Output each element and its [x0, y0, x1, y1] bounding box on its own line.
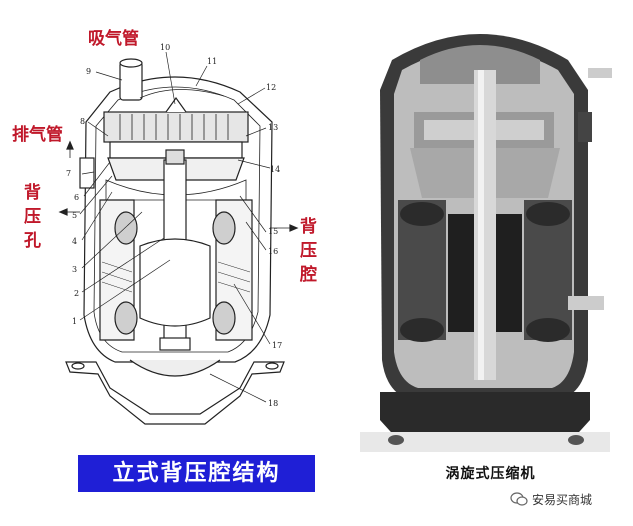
- photo-caption: 涡旋式压缩机: [445, 466, 536, 482]
- part-num-11: 11: [207, 57, 217, 66]
- svg-text:压: 压: [24, 207, 41, 227]
- part-num-12: 12: [266, 83, 276, 92]
- part-num-15: 15: [268, 227, 278, 236]
- suction-pipe: [119, 61, 143, 101]
- part-num-4: 4: [72, 237, 77, 246]
- fixed-scroll: [103, 111, 249, 143]
- label-suction-pipe: 吸气管: [88, 28, 139, 49]
- label-discharge-pipe: 排气管: [12, 124, 63, 145]
- label-back-pressure-chamber: 背 压 腔: [299, 216, 317, 285]
- svg-text:孔: 孔: [24, 231, 41, 251]
- part-num-10: 10: [160, 43, 170, 52]
- svg-text:腔: 腔: [299, 264, 317, 285]
- part-num-14: 14: [270, 165, 280, 174]
- part-num-6: 6: [74, 193, 79, 202]
- watermark-text: 安易买商城: [532, 492, 593, 507]
- part-num-13: 13: [268, 123, 278, 132]
- part-num-16: 16: [268, 247, 278, 256]
- svg-text:背: 背: [300, 216, 317, 237]
- part-num-18: 18: [268, 399, 278, 408]
- part-num-1: 1: [72, 317, 77, 326]
- part-num-5: 5: [72, 211, 77, 220]
- svg-text:压: 压: [300, 241, 317, 261]
- outer-shell: [83, 76, 273, 363]
- wechat-icon: [510, 491, 528, 507]
- svg-text:背: 背: [24, 182, 41, 203]
- base-flange: [65, 361, 285, 425]
- part-num-7: 7: [66, 169, 71, 178]
- diagram-title: 立式背压腔结构: [78, 455, 315, 492]
- part-num-9: 9: [86, 67, 91, 76]
- label-back-pressure-hole: 背 压 孔: [24, 182, 41, 251]
- part-num-2: 2: [74, 289, 79, 298]
- part-num-3: 3: [72, 265, 77, 274]
- rotor: [139, 238, 211, 327]
- watermark: 安易买商城: [510, 488, 592, 510]
- part-num-8: 8: [80, 117, 85, 126]
- cutaway-photo: [352, 14, 620, 492]
- part-num-17: 17: [272, 341, 282, 350]
